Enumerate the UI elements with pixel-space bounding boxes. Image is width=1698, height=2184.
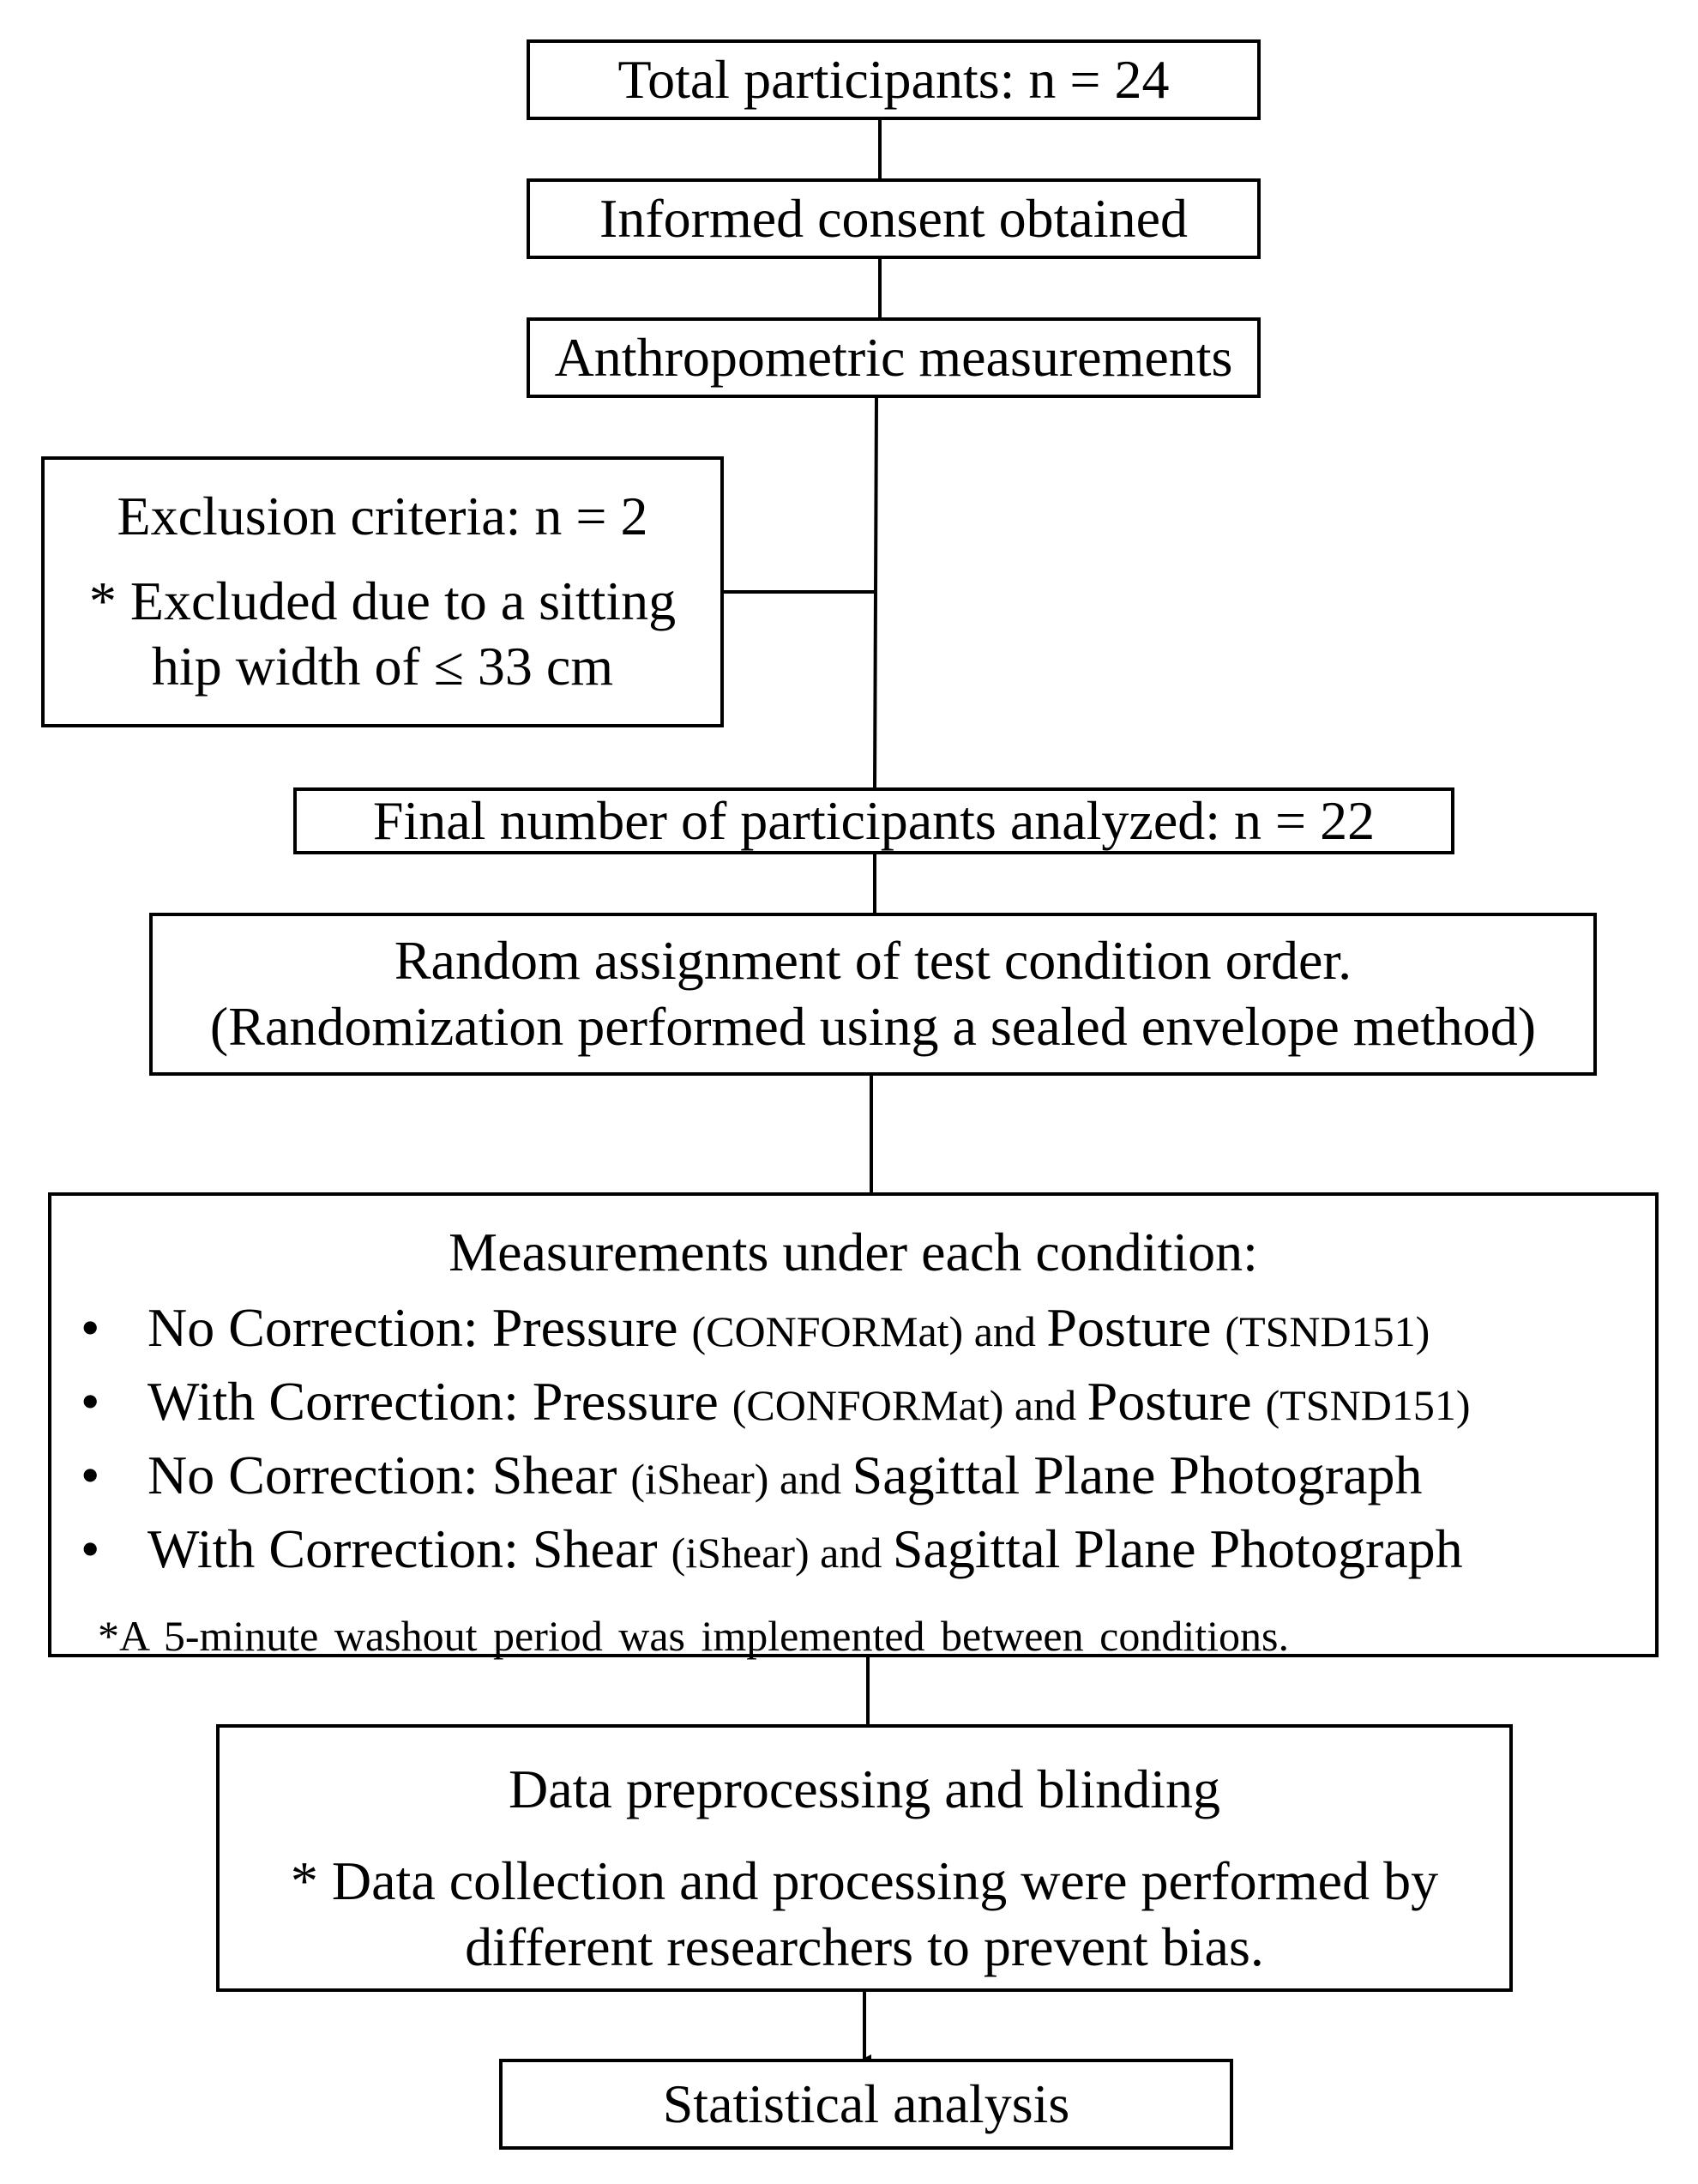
- total-participants-box: Total participants: n = 24: [527, 39, 1261, 120]
- statistical-analysis-box: Statistical analysis: [499, 2059, 1233, 2150]
- exclusion-title: Exclusion criteria: n = 2: [117, 485, 648, 546]
- data-preprocessing-box: Data preprocessing and blinding * Data c…: [216, 1724, 1513, 1992]
- washout-note: *A 5-minute washout period was implement…: [98, 1611, 1289, 1660]
- preprocessing-note-line2: different researchers to prevent bias.: [465, 1916, 1264, 1977]
- random-assignment-line2: (Randomization performed using a sealed …: [209, 996, 1537, 1057]
- informed-consent-box: Informed consent obtained: [527, 178, 1261, 259]
- exclusion-note-line1: * Excluded due to a sitting: [88, 570, 677, 631]
- random-assignment-box: Random assignment of test condition orde…: [149, 913, 1597, 1076]
- exclusion-note-line2: hip width of ≤ 33 cm: [151, 636, 614, 697]
- anthropometric-label: Anthropometric measurements: [554, 326, 1233, 388]
- final-participants-label: Final number of participants analyzed: n…: [372, 789, 1376, 851]
- final-participants-box: Final number of participants analyzed: n…: [293, 787, 1454, 854]
- informed-consent-label: Informed consent obtained: [599, 187, 1188, 249]
- measurement-item: No Correction: Shear (iShear) and Sagitt…: [51, 1440, 1655, 1514]
- preprocessing-note-line1: * Data collection and processing were pe…: [290, 1849, 1439, 1911]
- measurement-item: With Correction: Shear (iShear) and Sagi…: [51, 1514, 1655, 1588]
- exclusion-criteria-box: Exclusion criteria: n = 2 * Excluded due…: [41, 456, 724, 727]
- preprocessing-title: Data preprocessing and blinding: [509, 1759, 1220, 1819]
- measurement-item: No Correction: Pressure (CONFORMat) and …: [51, 1293, 1655, 1367]
- total-participants-label: Total participants: n = 24: [617, 48, 1170, 110]
- random-assignment-line1: Random assignment of test condition orde…: [394, 930, 1352, 992]
- statistical-analysis-label: Statistical analysis: [662, 2072, 1070, 2134]
- measurement-item: With Correction: Pressure (CONFORMat) an…: [51, 1367, 1655, 1440]
- measurements-list: No Correction: Pressure (CONFORMat) and …: [51, 1293, 1655, 1588]
- anthropometric-box: Anthropometric measurements: [527, 317, 1261, 398]
- measurements-title: Measurements under each condition:: [449, 1222, 1258, 1282]
- measurements-box: Measurements under each condition: No Co…: [48, 1192, 1659, 1660]
